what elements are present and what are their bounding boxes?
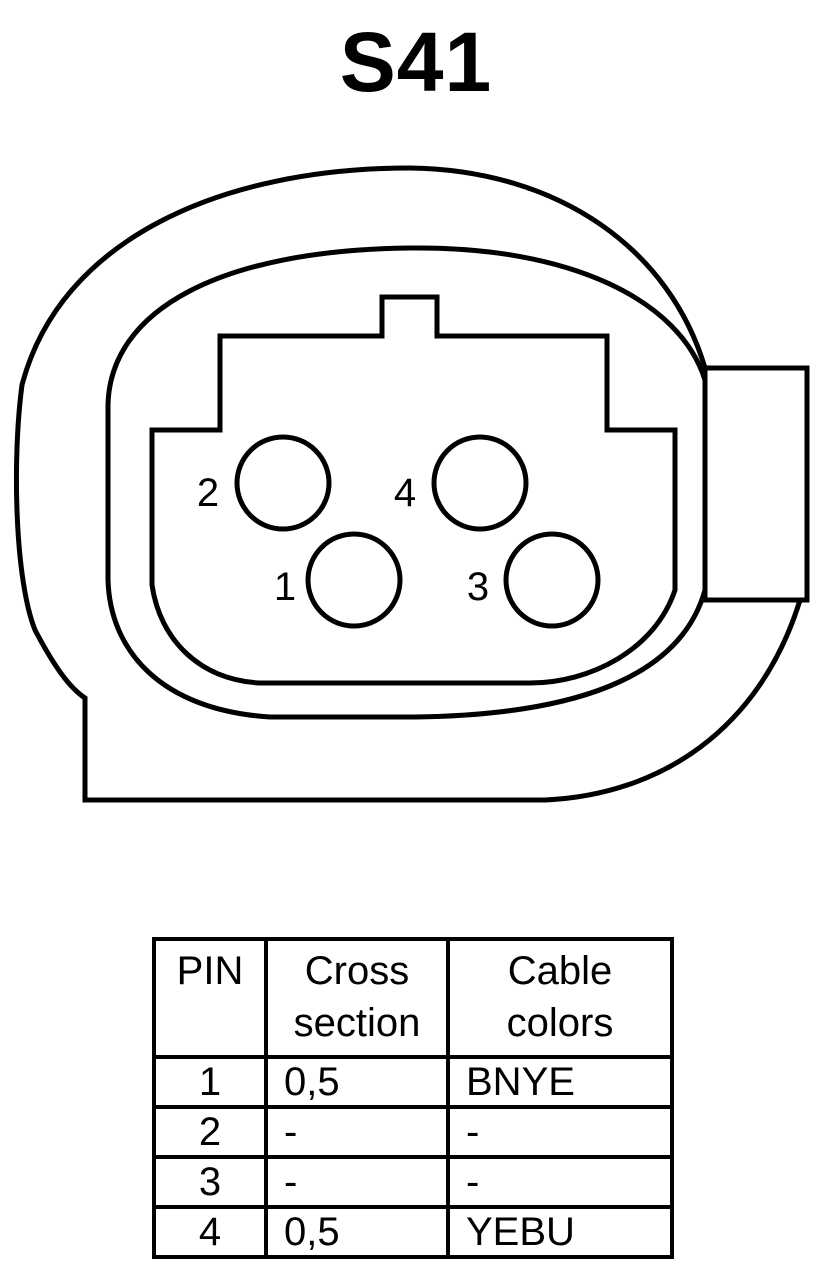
cable-color-value: BNYE — [446, 1055, 674, 1109]
connector-outer-housing — [13, 165, 804, 803]
pin-number: 2 — [152, 1105, 268, 1159]
cross-section-value: 0,5 — [264, 1055, 450, 1109]
table-row: 2 - - — [152, 1105, 674, 1159]
table-header-row: PIN Cross section Cable colors — [152, 937, 674, 1059]
header-cross-section-line-2: section — [293, 1001, 421, 1045]
table-row: 1 0,5 BNYE — [152, 1055, 674, 1109]
pin-number: 3 — [152, 1155, 268, 1209]
header-cross-section-line-1: Cross — [304, 949, 410, 993]
header-pin: PIN — [152, 937, 268, 1059]
pin-number: 4 — [152, 1205, 268, 1259]
pin-1-contact — [305, 531, 403, 629]
pin-2-contact — [234, 434, 332, 532]
cable-color-value: YEBU — [446, 1205, 674, 1259]
connector-inner-wall — [105, 245, 708, 720]
pin-3-contact — [503, 531, 601, 629]
connector-diagram: 2 4 1 3 — [13, 165, 810, 803]
table-row: 3 - - — [152, 1155, 674, 1209]
header-cable-colors-line-2: colors — [506, 1001, 614, 1045]
connector-pin-cavity — [149, 294, 678, 686]
connector-title: S41 — [339, 15, 493, 109]
connector-latch — [702, 365, 810, 603]
header-cable-colors-line-1: Cable — [507, 949, 613, 993]
cable-color-value: - — [446, 1105, 674, 1159]
pin-label-1: 1 — [274, 565, 296, 609]
pinout-table: PIN Cross section Cable colors 1 0,5 BNY… — [152, 937, 674, 1259]
cross-section-value: - — [264, 1105, 450, 1159]
cable-color-value: - — [446, 1155, 674, 1209]
pin-label-3: 3 — [467, 565, 489, 609]
pin-4-contact — [431, 434, 529, 532]
cross-section-value: - — [264, 1155, 450, 1209]
cross-section-value: 0,5 — [264, 1205, 450, 1259]
header-cross-section: Cross section — [264, 937, 450, 1059]
pin-label-2: 2 — [197, 471, 219, 515]
pin-number: 1 — [152, 1055, 268, 1109]
pin-label-4: 4 — [394, 471, 416, 515]
table-row: 4 0,5 YEBU — [152, 1205, 674, 1259]
header-cable-colors: Cable colors — [446, 937, 674, 1059]
